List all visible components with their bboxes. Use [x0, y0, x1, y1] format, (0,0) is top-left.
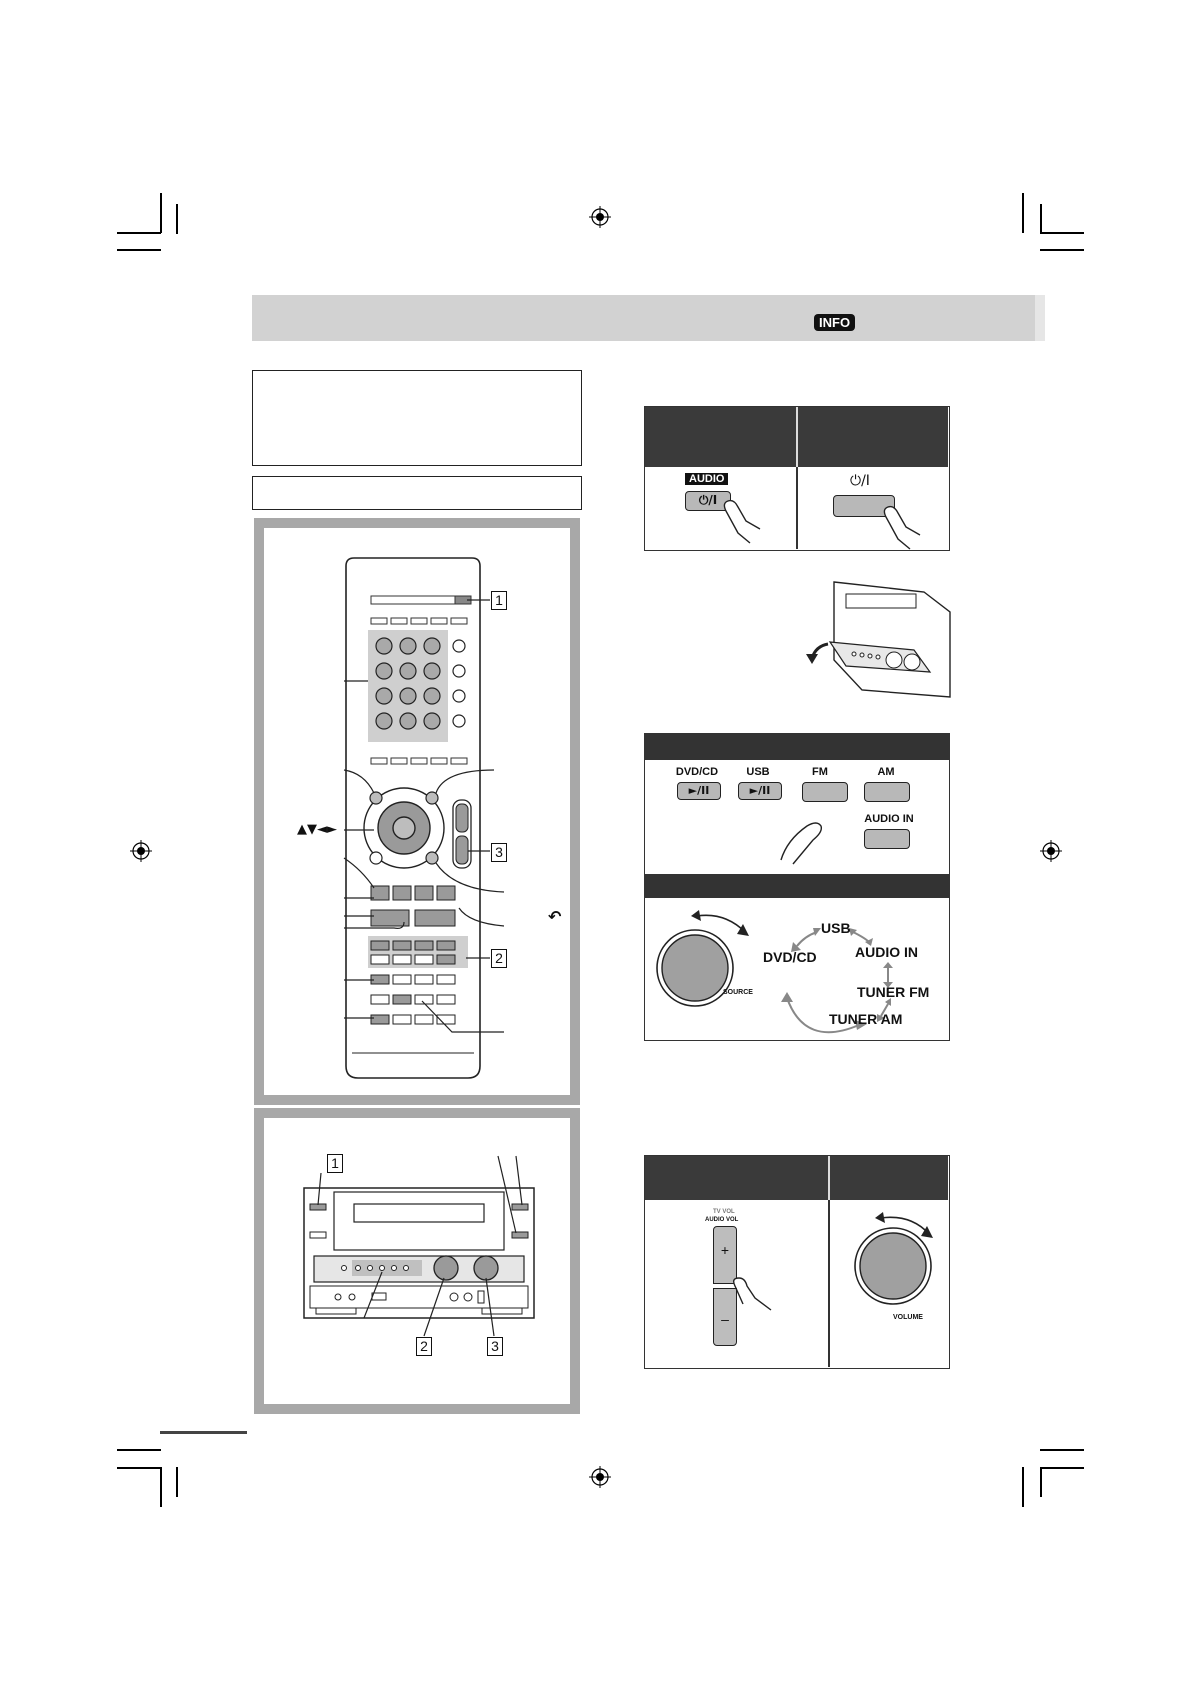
unit-power-symbol: ⏻/I: [850, 473, 870, 489]
source-tuner-fm: TUNER FM: [857, 984, 930, 1000]
fm-button[interactable]: [802, 782, 848, 802]
finger-icon: [723, 499, 761, 544]
remote-control-illustration: [343, 557, 505, 1079]
remote-power-button[interactable]: ⏻/I: [685, 491, 731, 511]
crop-mark: [1040, 1449, 1084, 1451]
source-audio-in: AUDIO IN: [855, 944, 918, 960]
crop-mark: [1022, 193, 1024, 233]
audio-badge: AUDIO: [685, 473, 729, 485]
callout-2: 2: [491, 949, 507, 968]
source-dvdcd: DVD/CD: [763, 949, 817, 965]
source-usb: USB: [821, 920, 851, 936]
registration-mark-icon: [130, 840, 152, 862]
audio-in-label: AUDIO IN: [864, 813, 914, 825]
usb-label: USB: [746, 766, 770, 778]
play-pause-icon: ►/II: [688, 784, 710, 797]
registration-mark-icon: [589, 1466, 611, 1488]
crop-mark: [117, 1467, 161, 1469]
crop-mark: [1040, 1467, 1084, 1469]
crop-mark: [1040, 232, 1084, 234]
callout-1: 1: [491, 591, 507, 610]
crop-mark: [176, 1467, 178, 1497]
am-button[interactable]: [864, 782, 910, 802]
crop-mark: [176, 204, 178, 234]
fm-label: FM: [812, 766, 828, 778]
source-select-panel: DVD/CD USB FM AM ►/II ►/II AUDIO IN SOUR…: [644, 733, 950, 1041]
plus-icon: +: [720, 1242, 730, 1258]
note-box: [252, 370, 582, 466]
finger-icon: [780, 822, 823, 865]
volume-knob-illustration: [854, 1212, 933, 1305]
am-label: AM: [877, 766, 895, 778]
main-unit-illustration: [303, 1155, 535, 1337]
registration-mark-icon: [1040, 840, 1062, 862]
info-badge: INFO: [814, 314, 856, 331]
unit-door-illustration: [806, 581, 951, 698]
crop-mark: [117, 1449, 161, 1451]
volume-up-button[interactable]: +: [713, 1226, 737, 1284]
audio-vol-label: AUDIO VOL: [705, 1217, 739, 1223]
crop-mark: [1022, 1467, 1024, 1507]
crop-mark: [1040, 249, 1084, 251]
power-table: AUDIO ⏻/I ⏻/I: [644, 406, 950, 551]
unit-power-button[interactable]: [833, 495, 895, 517]
dvdcd-play-button[interactable]: ►/II: [677, 782, 721, 800]
page-header-bar: INFO: [252, 295, 1045, 341]
callout-3: 3: [491, 843, 507, 862]
power-icon: ⏻/I: [698, 493, 718, 507]
crop-mark: [160, 193, 162, 233]
crop-mark: [117, 249, 161, 251]
audio-in-button[interactable]: [864, 829, 910, 849]
subheading-box: [252, 476, 582, 510]
volume-table: TV VOL AUDIO VOL + – VOLUME: [644, 1155, 950, 1369]
crop-mark: [1040, 1467, 1042, 1497]
volume-down-button[interactable]: –: [713, 1288, 737, 1346]
cursor-arrows-label: ▲▼◄►: [297, 822, 337, 837]
registration-mark-icon: [589, 206, 611, 228]
source-cycle-diagram: [656, 910, 893, 1034]
unit-callout-3: 3: [487, 1337, 503, 1356]
crop-mark: [1040, 204, 1042, 234]
return-icon: ↶: [548, 907, 562, 926]
footer-rule: [160, 1431, 247, 1434]
volume-knob-label: VOLUME: [893, 1314, 923, 1321]
play-pause-icon: ►/II: [749, 784, 771, 797]
finger-icon: [883, 505, 921, 550]
finger-icon: [732, 1277, 772, 1311]
crop-mark: [117, 232, 161, 234]
unit-callout-2: 2: [416, 1337, 432, 1356]
minus-icon: –: [721, 1311, 729, 1327]
dvdcd-label: DVD/CD: [675, 766, 719, 778]
usb-play-button[interactable]: ►/II: [738, 782, 782, 800]
unit-callout-1: 1: [327, 1154, 343, 1173]
source-tuner-am: TUNER AM: [829, 1011, 903, 1027]
source-knob-label: SOURCE: [723, 989, 753, 996]
tv-vol-label: TV VOL: [713, 1209, 735, 1215]
crop-mark: [160, 1467, 162, 1507]
